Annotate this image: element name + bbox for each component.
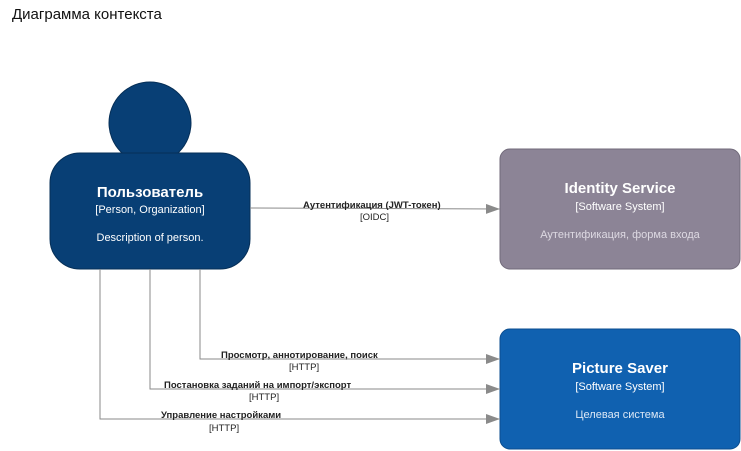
identity-service-name: Identity Service	[565, 180, 676, 197]
relationship-view-tech: [HTTP]	[289, 362, 319, 373]
relationship-authentication-line	[249, 203, 501, 214]
system-picture-saver[interactable]: Picture Saver [Software System] Целевая …	[499, 328, 741, 450]
diagram-title: Диаграмма контекста	[12, 6, 162, 23]
relationship-settings[interactable]: Управление настройками [HTTP]	[99, 269, 500, 434]
relationship-import-export-tech: [HTTP]	[249, 392, 279, 403]
relationship-authentication[interactable]: Аутентификация (JWT-токен) [OIDC]	[249, 200, 501, 223]
person-type: [Person, Organization]	[95, 204, 204, 216]
picture-saver-description: Целевая система	[575, 409, 665, 421]
person-head-icon	[108, 81, 192, 165]
identity-service-type: [Software System]	[575, 201, 664, 213]
relationship-settings-line	[99, 269, 500, 424]
relationship-settings-tech: [HTTP]	[209, 423, 239, 434]
relationship-view-line	[199, 269, 500, 364]
relationship-import-export[interactable]: Постановка заданий на импорт/экспорт [HT…	[149, 269, 500, 403]
relationship-authentication-tech: [OIDC]	[360, 212, 389, 223]
relationship-import-export-label: Постановка заданий на импорт/экспорт	[164, 380, 351, 391]
relationship-authentication-label: Аутентификация (JWT-токен)	[303, 200, 441, 211]
relationship-view-label: Просмотр, аннотирование, поиск	[221, 350, 378, 361]
system-identity-service[interactable]: Identity Service [Software System] Аутен…	[499, 148, 741, 270]
relationship-settings-label: Управление настройками	[161, 410, 281, 421]
person-name: Пользователь	[97, 184, 203, 201]
identity-service-description: Аутентификация, форма входа	[540, 229, 700, 241]
person-description: Description of person.	[97, 232, 204, 244]
picture-saver-type: [Software System]	[575, 381, 664, 393]
relationship-import-export-line	[149, 269, 500, 394]
picture-saver-name: Picture Saver	[572, 360, 668, 377]
relationship-view-annotate-search[interactable]: Просмотр, аннотирование, поиск [HTTP]	[199, 269, 500, 373]
person-puzzelvater[interactable]: Пользователь [Person, Organization] Desc…	[49, 81, 251, 270]
